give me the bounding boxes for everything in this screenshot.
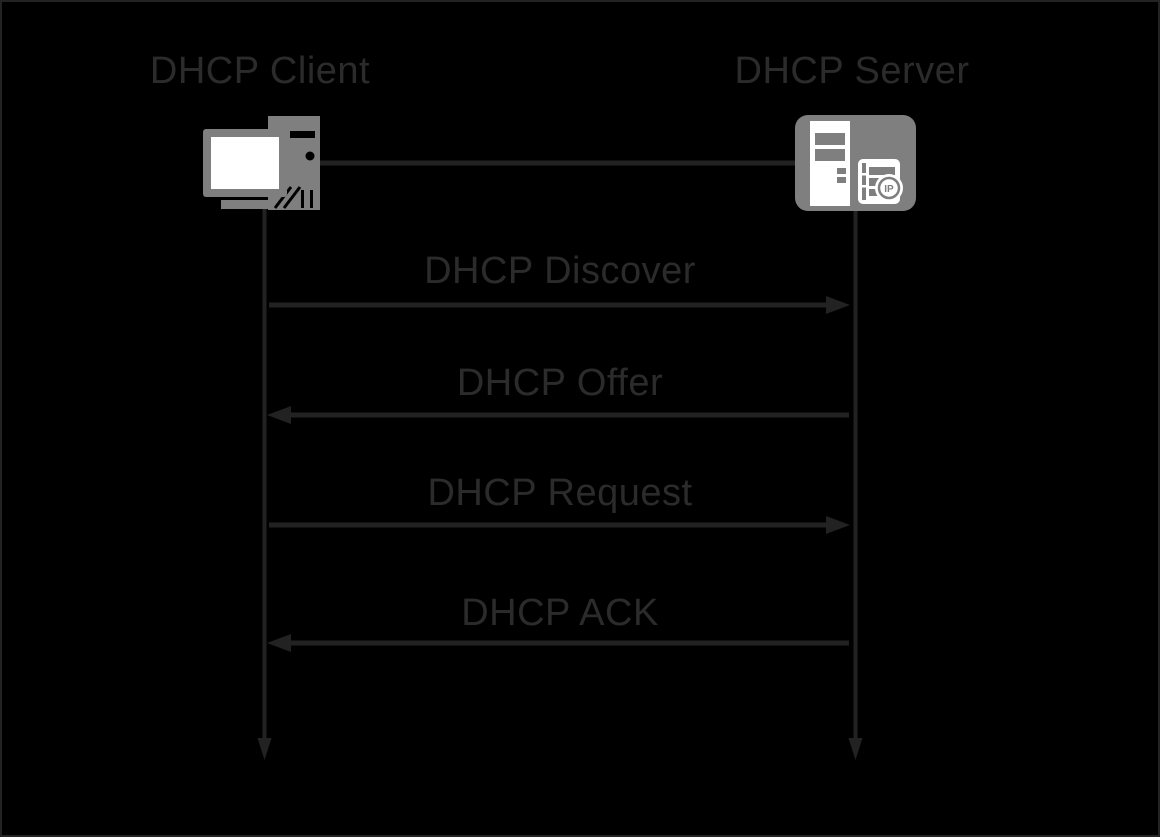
message-arrow-dhcp-offer [267, 406, 849, 424]
message-label-dhcp-ack: DHCP ACK [461, 592, 659, 634]
actor-label-dhcp-client: DHCP Client [149, 50, 371, 92]
server-lifeline [848, 211, 863, 760]
server-lifeline-arrowhead-icon [848, 738, 863, 760]
desktop-computer-icon [203, 116, 320, 210]
message-arrow-dhcp-discover [269, 296, 850, 314]
message-label-dhcp-offer: DHCP Offer [456, 362, 664, 404]
ip-badge-text: IP [884, 184, 894, 195]
ip-address-card-icon: IP [858, 159, 903, 204]
server-icon: IP [795, 115, 916, 211]
message-label-dhcp-request: DHCP Request [427, 472, 693, 514]
message-label-dhcp-discover: DHCP Discover [424, 250, 696, 292]
ip-badge-ring-icon [877, 176, 901, 200]
actor-label-dhcp-server: DHCP Server [734, 50, 970, 92]
message-arrow-dhcp-request [269, 516, 850, 534]
message-arrow-dhcp-ack [267, 634, 849, 652]
client-lifeline-arrowhead-icon [257, 738, 272, 760]
client-lifeline [257, 209, 272, 760]
